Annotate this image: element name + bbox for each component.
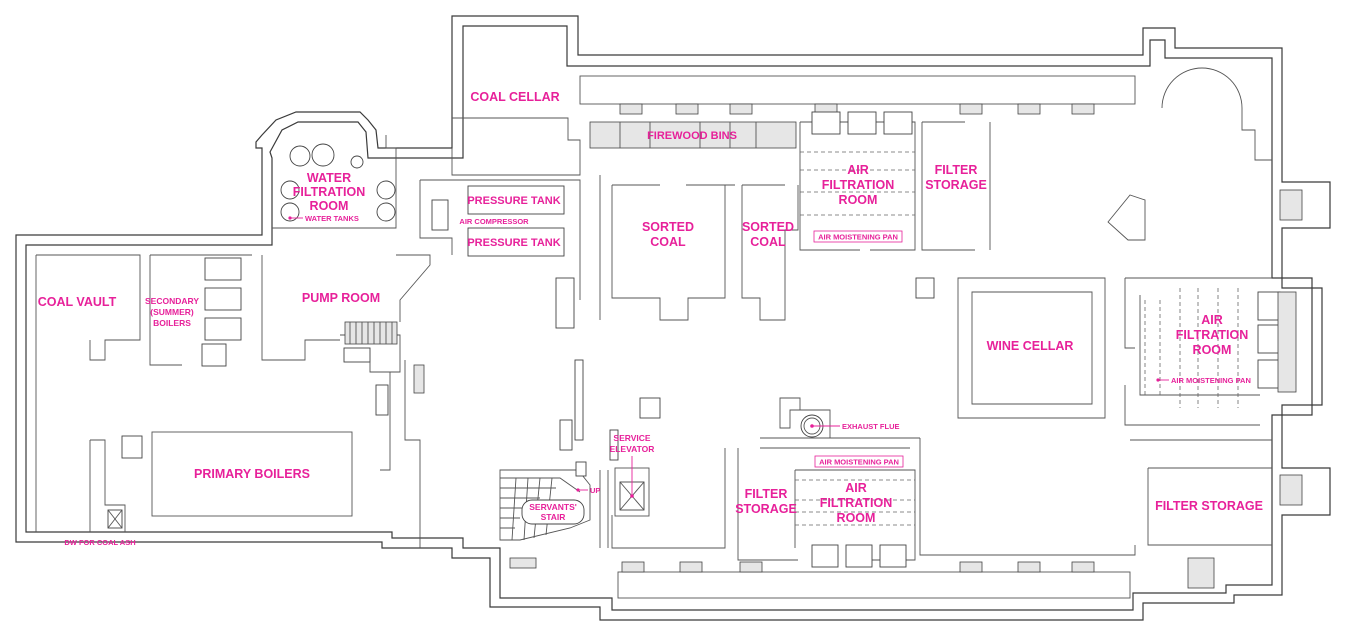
label-secondary-boilers-1: SECONDARY [145, 296, 199, 306]
label-sorted-coal-1-line1: SORTED [642, 220, 694, 234]
label-air-filtration-right-1: AIR [1201, 313, 1223, 327]
label-water-filtration-3: ROOM [310, 199, 349, 213]
water-tank-group [280, 143, 396, 222]
label-up: UP [590, 486, 600, 495]
label-secondary-boilers-3: BOILERS [153, 318, 191, 328]
label-air-filtration-bottom-3: ROOM [837, 511, 876, 525]
label-air-filtration-top-2: FILTRATION [822, 178, 894, 192]
label-pressure-tank-2: PRESSURE TANK [467, 237, 560, 249]
label-filter-storage-bottom-1: FILTER [745, 487, 788, 501]
label-air-filtration-bottom-2: FILTRATION [820, 496, 892, 510]
label-air-moistening-top: AIR MOISTENING PAN [818, 233, 898, 242]
label-primary-boilers: PRIMARY BOILERS [194, 467, 310, 481]
label-filter-storage-top-2: STORAGE [925, 178, 987, 192]
label-wine-cellar: WINE CELLAR [987, 339, 1074, 353]
label-pressure-tank-1: PRESSURE TANK [467, 195, 560, 207]
label-air-filtration-right-2: FILTRATION [1176, 328, 1248, 342]
label-coal-vault: COAL VAULT [38, 295, 117, 309]
label-filter-storage-bottom-2: STORAGE [735, 502, 797, 516]
label-air-filtration-right-3: ROOM [1193, 343, 1232, 357]
label-secondary-boilers-2: (SUMMER) [150, 307, 194, 317]
label-service-elevator-1: SERVICE [613, 433, 650, 443]
label-air-filtration-top-3: ROOM [839, 193, 878, 207]
firewood-bins-area [589, 121, 797, 149]
label-filter-storage-right: FILTER STORAGE [1155, 499, 1263, 513]
primary-boilers-unit [151, 431, 353, 517]
label-servants-stair-1: SERVANTS' [529, 502, 577, 512]
label-pump-room: PUMP ROOM [302, 291, 380, 305]
label-sorted-coal-2-line1: SORTED [742, 220, 794, 234]
label-servants-stair-2: STAIR [541, 512, 566, 522]
label-firewood-bins: FIREWOOD BINS [647, 130, 737, 142]
label-air-filtration-bottom-1: AIR [845, 481, 867, 495]
label-sorted-coal-2-line2: COAL [750, 235, 786, 249]
label-filter-storage-top-1: FILTER [935, 163, 978, 177]
label-water-filtration-2: FILTRATION [293, 185, 365, 199]
pressure-tank-1 [467, 185, 565, 215]
label-service-elevator-2: ELEVATOR [610, 444, 655, 454]
label-sorted-coal-1-line2: COAL [650, 235, 686, 249]
room-labels: COAL CELLAR FIREWOOD BINS WATER FILTRATI… [38, 90, 1263, 547]
label-exhaust-flue: EXHAUST FLUE [842, 422, 900, 431]
label-air-moistening-bottom: AIR MOISTENING PAN [819, 458, 899, 467]
label-dw-coal-ash: DW FOR COAL ASH [64, 538, 135, 547]
pressure-tank-2 [467, 227, 565, 257]
marker-service-elevator [630, 494, 634, 498]
outer-walls [15, 15, 1331, 621]
label-water-tanks: WATER TANKS [305, 214, 359, 223]
label-coal-cellar: COAL CELLAR [470, 90, 559, 104]
label-air-filtration-top-1: AIR [847, 163, 869, 177]
label-water-filtration-1: WATER [307, 171, 351, 185]
interior-walls [35, 67, 1303, 599]
label-air-compressor: AIR COMPRESSOR [459, 217, 529, 226]
label-air-moistening-right: AIR MOISTENING PAN [1171, 376, 1251, 385]
